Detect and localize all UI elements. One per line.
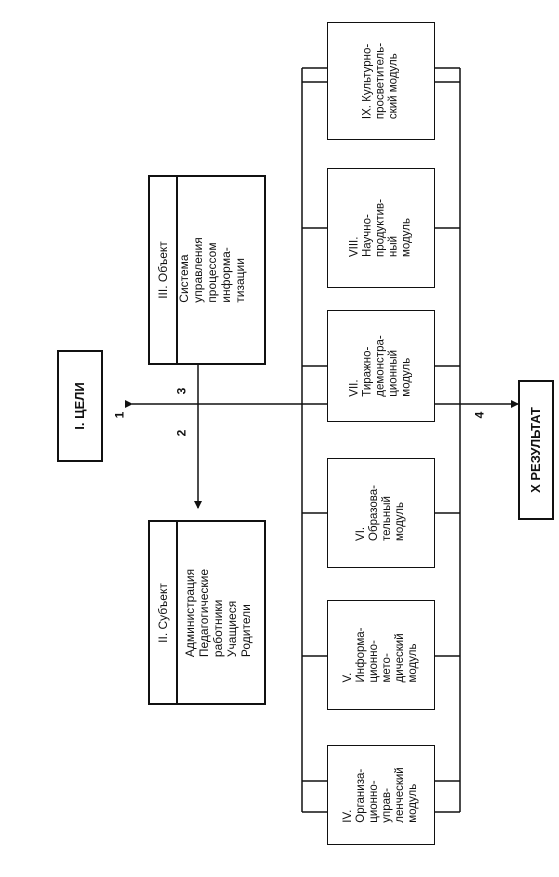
module-box-ix: IX. Культурно- просветитель- ский модуль bbox=[327, 22, 435, 140]
module-box-viii: VIII. Научно- продуктив- ный модуль bbox=[327, 168, 435, 288]
module-label-vi: VI. Образова- тельный модуль bbox=[355, 485, 406, 541]
subject-body-cell: Администрация Педагогические работники У… bbox=[178, 522, 264, 703]
module-connectors bbox=[302, 81, 460, 782]
subject-title: II. Субъект bbox=[156, 582, 170, 643]
module-label-vii: VII. Тиражно- демонстра- ционный модуль bbox=[348, 335, 413, 397]
object-title-cell: III. Объект bbox=[150, 177, 176, 363]
goals-label: I. ЦЕЛИ bbox=[72, 382, 87, 430]
module-label-v: V. Информа- ционно-мето- дический модуль bbox=[342, 627, 419, 683]
result-box: X РЕЗУЛЬТАТ bbox=[518, 380, 554, 520]
subject-box: II. Субъект Администрация Педагогические… bbox=[148, 520, 266, 705]
module-box-vii: VII. Тиражно- демонстра- ционный модуль bbox=[327, 310, 435, 422]
object-box: III. Объект Система управления процессом… bbox=[148, 175, 266, 365]
module-label-ix: IX. Культурно- просветитель- ский модуль bbox=[361, 42, 400, 120]
goals-box: I. ЦЕЛИ bbox=[57, 350, 103, 462]
arrow-number-3: 3 bbox=[174, 387, 189, 395]
subject-title-cell: II. Субъект bbox=[150, 522, 176, 703]
module-label-viii: VIII. Научно- продуктив- ный модуль bbox=[348, 198, 413, 258]
arrow-number-2: 2 bbox=[174, 429, 189, 437]
module-label-iv: IV. Организа- ционно-управ- ленческий мо… bbox=[342, 767, 419, 823]
arrow-number-1: 1 bbox=[112, 411, 127, 419]
subject-lines: Администрация Педагогические работники У… bbox=[182, 568, 253, 657]
object-body-cell: Система управления процессом информа- ти… bbox=[177, 177, 264, 363]
object-lines: Система управления процессом информа- ти… bbox=[177, 237, 248, 303]
module-box-v: V. Информа- ционно-мето- дический модуль bbox=[327, 600, 435, 710]
object-title: III. Объект bbox=[156, 241, 170, 299]
module-box-vi: VI. Образова- тельный модуль bbox=[327, 458, 435, 568]
module-box-iv: IV. Организа- ционно-управ- ленческий мо… bbox=[327, 745, 435, 845]
result-label: X РЕЗУЛЬТАТ bbox=[528, 407, 543, 493]
arrow-number-4: 4 bbox=[472, 411, 487, 419]
